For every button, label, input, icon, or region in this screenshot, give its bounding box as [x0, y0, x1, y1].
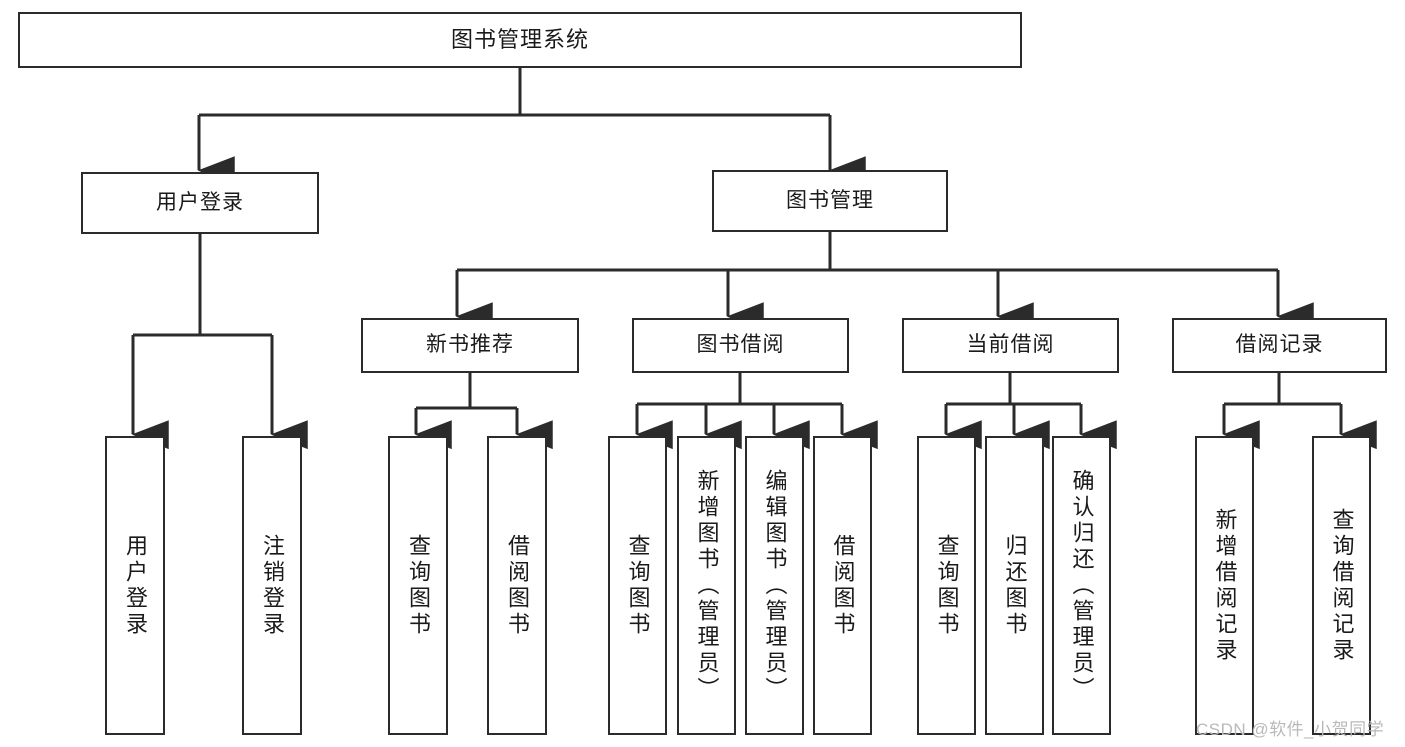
node-label: 查询图书: [625, 533, 651, 638]
node-label: 图书管理系统: [450, 27, 589, 53]
node-label: 新增借阅记录: [1212, 507, 1238, 664]
node-root[interactable]: 图书管理系统: [18, 12, 1022, 68]
node-label: 查询图书: [406, 533, 431, 638]
node-label: 用户登录: [123, 533, 148, 638]
node-label: 借阅记录: [1235, 333, 1324, 357]
node-label: 当前借阅: [966, 333, 1055, 357]
node-leaf-query-book-2[interactable]: 查询图书: [608, 436, 667, 735]
node-label: 借阅图书: [505, 533, 530, 638]
watermark: CSDN @软件_小贺同学: [1196, 720, 1385, 739]
node-label: 新书推荐: [426, 333, 514, 357]
node-borrow-record[interactable]: 借阅记录: [1172, 318, 1387, 373]
node-leaf-confirm-return-admin[interactable]: 确认归还（管理员）: [1052, 436, 1111, 735]
node-new-book-rec[interactable]: 新书推荐: [361, 318, 579, 373]
node-leaf-edit-book-admin[interactable]: 编辑图书（管理员）: [745, 436, 804, 735]
node-label: 图书借阅: [696, 333, 785, 357]
node-leaf-borrow-book-2[interactable]: 借阅图书: [813, 436, 872, 735]
node-label: 查询借阅记录: [1329, 507, 1355, 664]
node-label: 查询图书: [934, 533, 960, 638]
node-leaf-borrow-book-1[interactable]: 借阅图书: [487, 436, 547, 735]
node-leaf-add-book-admin[interactable]: 新增图书（管理员）: [677, 436, 736, 735]
node-leaf-query-book-3[interactable]: 查询图书: [917, 436, 976, 735]
node-book-manage[interactable]: 图书管理: [712, 170, 948, 232]
node-leaf-query-borrow-record[interactable]: 查询借阅记录: [1312, 436, 1371, 735]
node-label: 编辑图书（管理员）: [762, 468, 788, 703]
node-leaf-query-book-1[interactable]: 查询图书: [388, 436, 448, 735]
node-label: 新增图书（管理员）: [694, 468, 720, 703]
node-label: 注销登录: [260, 533, 285, 638]
node-label: 借阅图书: [830, 533, 856, 638]
node-label: 归还图书: [1002, 533, 1028, 638]
connector-lines: [131, 68, 1377, 450]
node-book-borrow[interactable]: 图书借阅: [632, 318, 849, 373]
node-leaf-add-borrow-record[interactable]: 新增借阅记录: [1195, 436, 1254, 735]
node-label: 确认归还（管理员）: [1069, 468, 1095, 703]
node-leaf-return-book[interactable]: 归还图书: [985, 436, 1044, 735]
node-leaf-user-logout[interactable]: 注销登录: [242, 436, 302, 735]
node-label: 图书管理: [786, 188, 874, 212]
node-user-login[interactable]: 用户登录: [81, 172, 319, 234]
node-leaf-user-login[interactable]: 用户登录: [105, 436, 165, 735]
node-current-borrow[interactable]: 当前借阅: [902, 318, 1119, 373]
node-label: 用户登录: [156, 190, 244, 214]
